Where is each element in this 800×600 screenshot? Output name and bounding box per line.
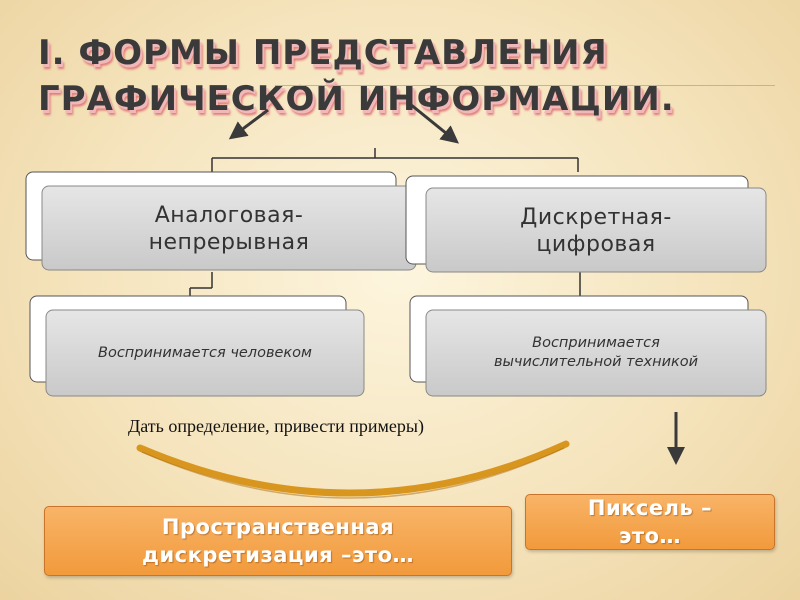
computer-perception-label: Воспринимается вычислительной техникой [493, 335, 699, 370]
curve-bracket [136, 440, 570, 497]
pixel-definition-box: Пиксель – это… [525, 494, 775, 550]
curve-bracket-shadow [141, 447, 565, 499]
human-perception-label: Воспринимается человеком [98, 344, 312, 361]
title-underline [275, 85, 775, 86]
arrow-right-icon [409, 102, 459, 144]
spatial-discretization-box: Пространственная дискретизация –это… [44, 506, 512, 576]
task-note: Дать определение, привести примеры) [128, 416, 424, 436]
box-human [29, 295, 365, 397]
spatial-discretization-text: Пространственная дискретизация –это… [141, 515, 415, 567]
digital-label: Дискретная- цифровая [520, 205, 672, 257]
arrow-left-icon [228, 108, 269, 140]
connector-tree [189, 148, 581, 296]
arrows [228, 102, 685, 465]
box-analog [25, 171, 417, 271]
pixel-definition-text: Пиксель – это… [587, 496, 713, 548]
box-digital [405, 175, 767, 273]
box-computer [409, 295, 767, 397]
analog-label: Аналоговая- непрерывная [148, 203, 310, 255]
